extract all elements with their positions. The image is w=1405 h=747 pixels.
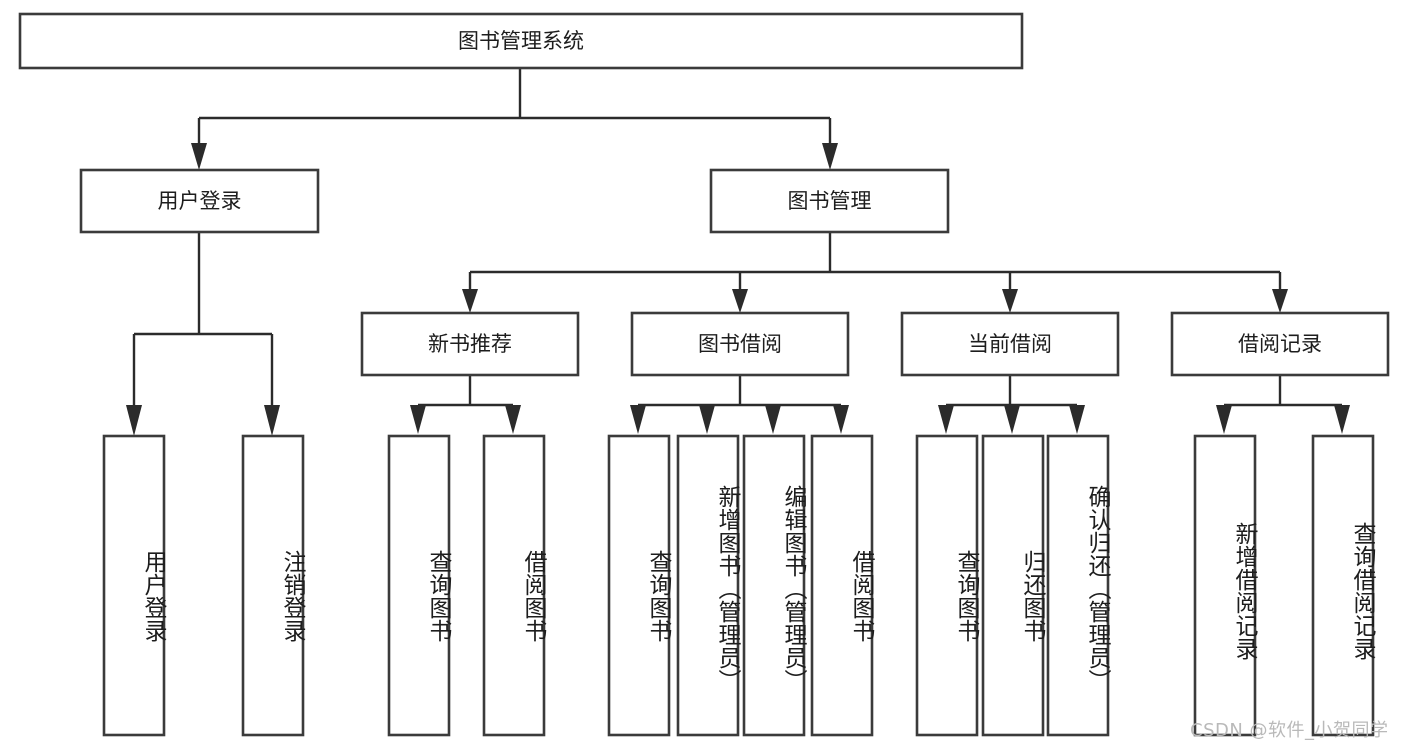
arrowhead-borrow-record <box>1272 289 1288 313</box>
arrowhead-leaf-confirm-return <box>1069 405 1085 434</box>
arrowhead-leaf-edit-book <box>765 405 781 434</box>
arrowhead-leaf-add-book <box>699 405 715 434</box>
node-box-borrow-record[interactable] <box>1170 311 1390 377</box>
connector-group-borrow-record-to-leaves <box>1216 375 1350 434</box>
connector-group-book-manage-to-level2 <box>462 232 1288 313</box>
node-box-leaf-add-book[interactable] <box>676 434 740 737</box>
connector-group-book-borrow-to-leaves <box>630 375 849 434</box>
arrowhead-leaf-borrow-book-2 <box>833 405 849 434</box>
arrowhead-leaf-query-book-3 <box>938 405 954 434</box>
node-box-leaf-user-logout[interactable] <box>241 434 305 737</box>
arrowhead-user-login <box>191 143 207 170</box>
node-box-leaf-query-book-3[interactable] <box>915 434 979 737</box>
arrowhead-book-borrow <box>732 289 748 313</box>
node-box-leaf-confirm-return[interactable] <box>1046 434 1110 737</box>
arrowhead-leaf-borrow-book-1 <box>505 405 521 434</box>
node-box-leaf-add-record[interactable] <box>1193 434 1257 737</box>
node-box-current-borrow[interactable] <box>900 311 1120 377</box>
arrowhead-book-manage <box>822 143 838 170</box>
connector-group-current-borrow-to-leaves <box>938 375 1085 434</box>
node-box-leaf-edit-book[interactable] <box>742 434 806 737</box>
arrowhead-leaf-user-login <box>126 405 142 436</box>
connector-group-user-login-to-leaves <box>126 232 280 436</box>
node-box-leaf-query-book-1[interactable] <box>387 434 451 737</box>
arrowhead-new-book-recommend <box>462 289 478 313</box>
arrowhead-leaf-query-book-2 <box>630 405 646 434</box>
arrowhead-leaf-return-book <box>1004 405 1020 434</box>
node-box-leaf-borrow-book-2[interactable] <box>810 434 874 737</box>
arrowhead-leaf-add-record <box>1216 405 1232 434</box>
node-box-leaf-query-book-2[interactable] <box>607 434 671 737</box>
node-box-book-borrow[interactable] <box>630 311 850 377</box>
connector-group-new-book-recommend-to-leaves <box>410 375 521 434</box>
watermark-text: CSDN @软件_小贺同学 <box>1190 720 1389 741</box>
node-box-new-book-recommend[interactable] <box>360 311 580 377</box>
arrowhead-leaf-user-logout <box>264 405 280 436</box>
node-box-user-login[interactable] <box>79 168 320 234</box>
node-box-leaf-borrow-book-1[interactable] <box>482 434 546 737</box>
connector-group-root-to-level1 <box>191 68 838 170</box>
node-box-leaf-query-record[interactable] <box>1311 434 1375 737</box>
arrowhead-leaf-query-record <box>1334 405 1350 434</box>
node-box-leaf-user-login[interactable] <box>102 434 166 737</box>
node-box-root[interactable] <box>18 12 1024 70</box>
arrowhead-current-borrow <box>1002 289 1018 313</box>
node-box-leaf-return-book[interactable] <box>981 434 1045 737</box>
arrowhead-leaf-query-book-1 <box>410 405 426 434</box>
node-box-book-manage[interactable] <box>709 168 950 234</box>
